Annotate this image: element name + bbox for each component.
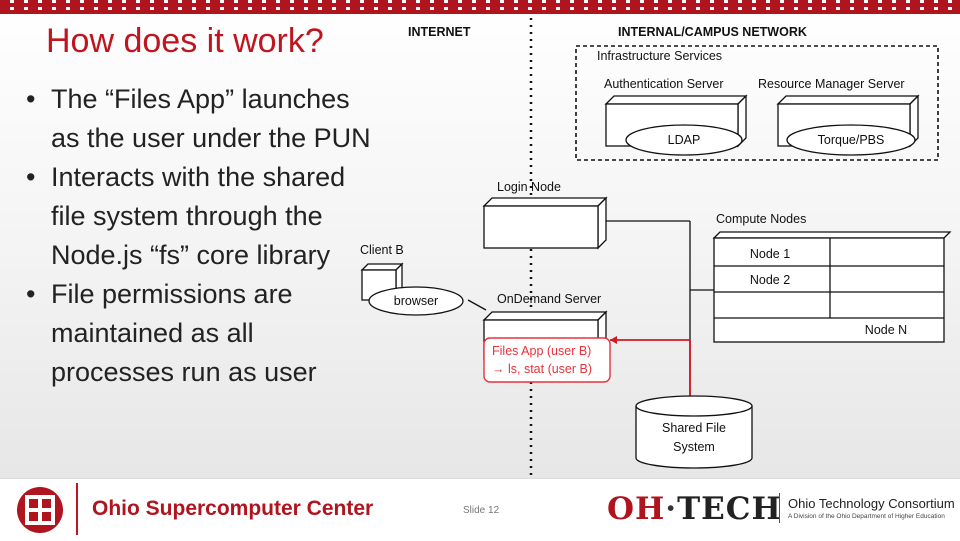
bullet-text: The “Files App” launches as the user und… — [51, 84, 371, 153]
bullet-dot: • — [26, 162, 36, 192]
ohtech-dot: · — [665, 491, 678, 527]
osc-name: Ohio Supercomputer Center — [92, 497, 374, 520]
login-node-label: Login Node — [497, 180, 561, 194]
node-n-label: Node N — [865, 323, 907, 337]
files-app-box — [483, 337, 611, 383]
ohtech-tech: TECH — [677, 491, 782, 527]
bullet-item: • The “Files App” launches as the user un… — [26, 80, 376, 158]
shared-file-system-line1: Shared File — [662, 421, 726, 435]
ohtech-divider — [779, 493, 780, 523]
ldap-ellipse — [625, 124, 743, 156]
bullet-item: • Interacts with the shared file system t… — [26, 158, 376, 275]
footer-divider — [76, 483, 78, 535]
internet-label: INTERNET — [408, 25, 471, 39]
consortium-name: Ohio Technology Consortium — [788, 496, 955, 511]
files-app-line1: Files App (user B) — [492, 344, 591, 358]
client-b-label: Client B — [360, 243, 404, 257]
shared-file-system-line2: System — [673, 440, 715, 454]
login-node-box — [482, 196, 608, 250]
bullet-text: Interacts with the shared file system th… — [51, 162, 346, 270]
architecture-diagram: INTERNET INTERNAL/CAMPUS NETWORK Infrast… — [360, 18, 952, 476]
internal-network-label: INTERNAL/CAMPUS NETWORK — [618, 25, 807, 39]
compute-nodes-grid — [712, 231, 952, 343]
consortium-subtitle: A Division of the Ohio Department of Hig… — [788, 513, 945, 520]
infrastructure-services-label: Infrastructure Services — [597, 49, 722, 63]
compute-nodes-label: Compute Nodes — [716, 212, 806, 226]
slide-title: How does it work? — [46, 22, 324, 60]
torque-label: Torque/PBS — [818, 133, 885, 147]
slide-number: Slide 12 — [463, 505, 500, 516]
node-2-label: Node 2 — [750, 273, 790, 287]
ondemand-server-label: OnDemand Server — [497, 292, 601, 306]
osc-logo-icon — [17, 487, 63, 533]
footer: Ohio Supercomputer Center Slide 12 OH·TE… — [0, 478, 960, 541]
bullet-item: • File permissions are maintained as all … — [26, 275, 376, 392]
resource-manager-label: Resource Manager Server — [758, 77, 905, 91]
arrow-head-left-icon — [610, 336, 617, 344]
ohtech-logo: OH·TECH — [607, 491, 782, 527]
browser-to-ondemand-connector — [467, 299, 487, 311]
files-app-line2: → ls, stat (user B) — [492, 362, 592, 376]
authentication-server-label: Authentication Server — [604, 77, 724, 91]
bullet-dot: • — [26, 84, 36, 114]
ldap-label: LDAP — [668, 133, 701, 147]
browser-ellipse — [368, 286, 464, 316]
bullet-text: File permissions are maintained as all p… — [51, 279, 317, 387]
bullet-list: • The “Files App” launches as the user un… — [26, 80, 376, 392]
shared-file-system-cylinder — [635, 395, 753, 469]
ohtech-oh: OH — [607, 491, 666, 527]
node-1-label: Node 1 — [750, 247, 790, 261]
torque-ellipse — [786, 124, 916, 156]
bullet-dot: • — [26, 279, 36, 309]
browser-label: browser — [394, 294, 438, 308]
top-decorative-band — [0, 0, 960, 14]
